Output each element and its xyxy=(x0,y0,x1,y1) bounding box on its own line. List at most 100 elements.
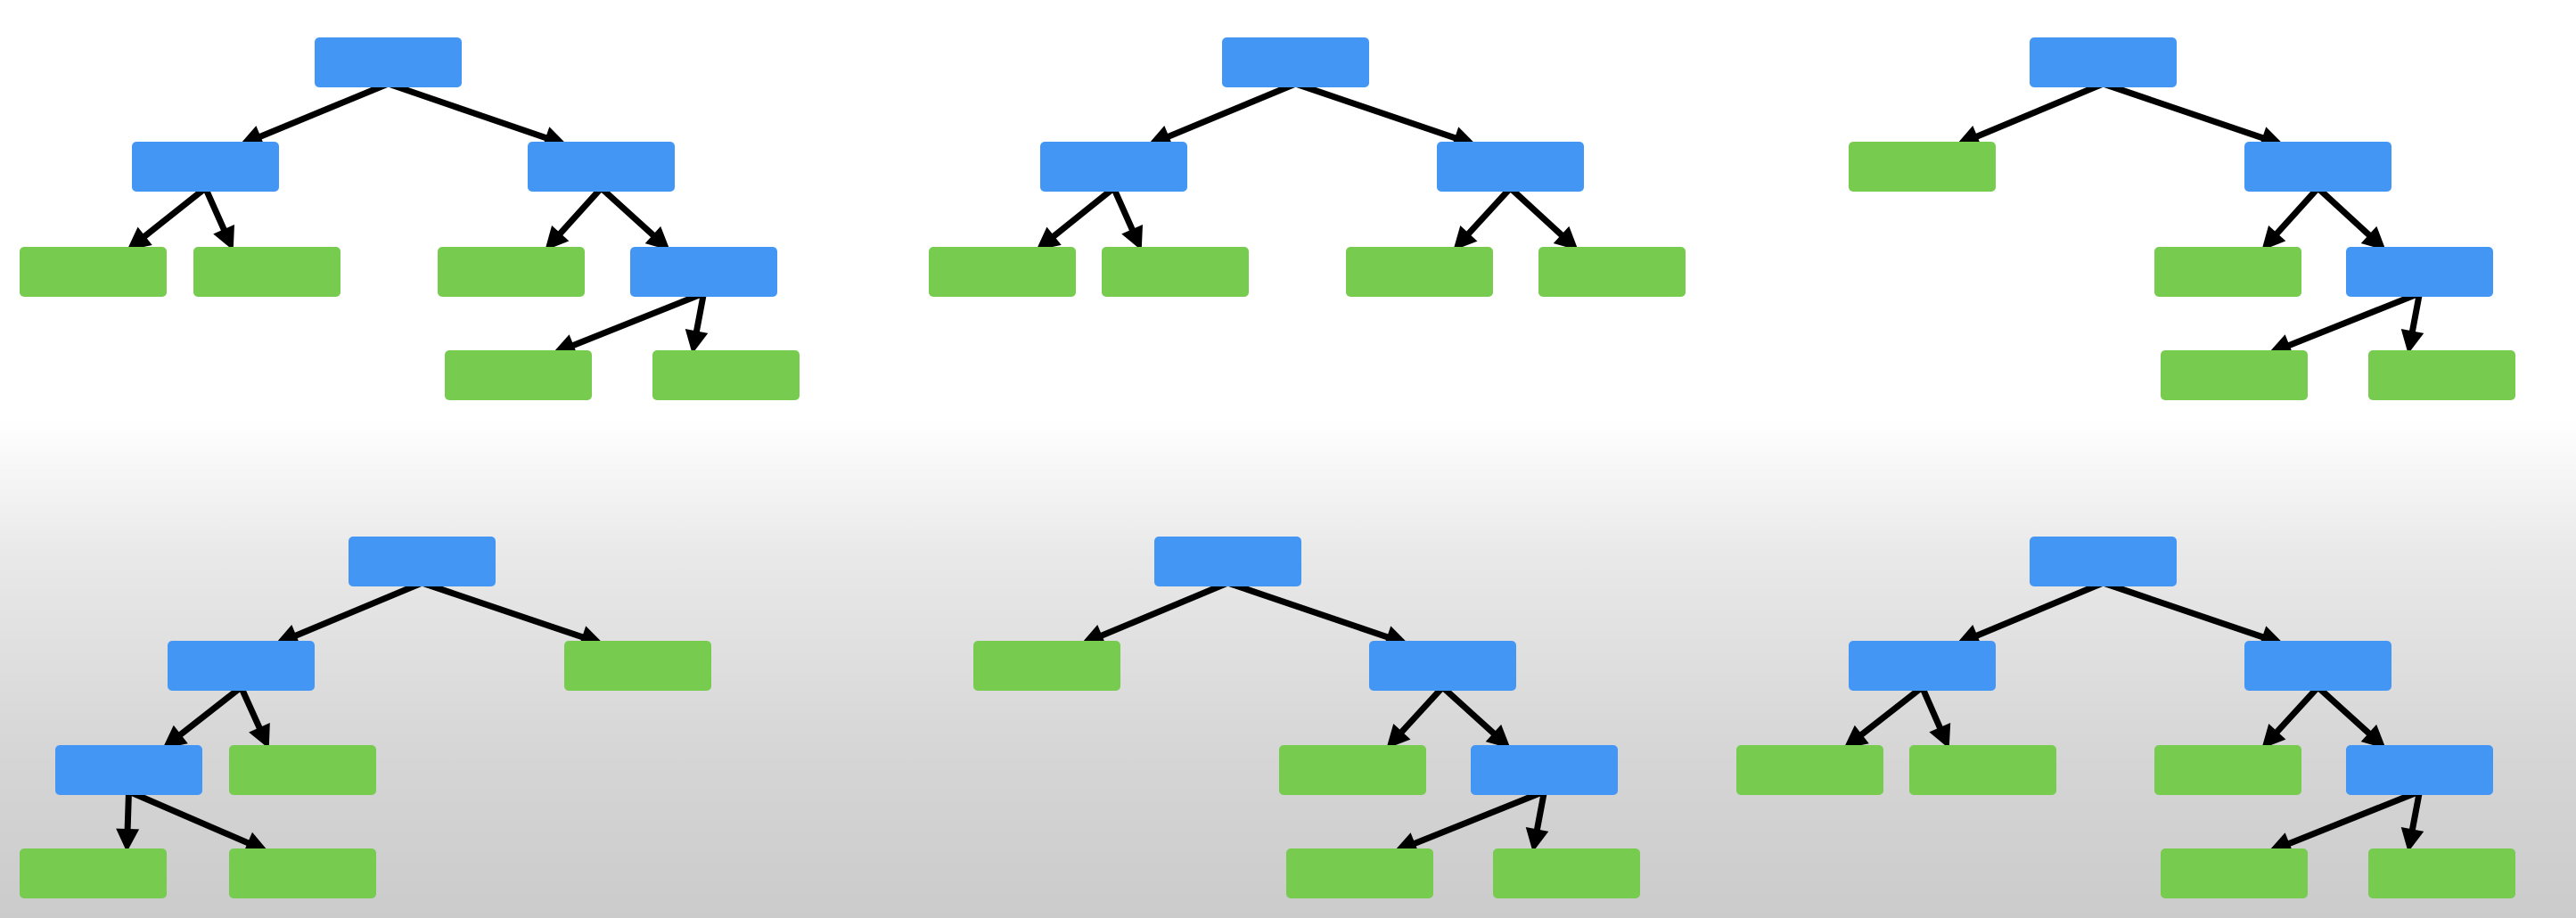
edge-line xyxy=(555,184,604,238)
edge-arrow xyxy=(1225,579,1409,648)
decision-node xyxy=(1849,641,1996,691)
tree-6 xyxy=(1736,537,2515,898)
decision-node xyxy=(2346,745,2493,795)
edge-arrow xyxy=(2400,788,2424,852)
leaf-node xyxy=(1849,142,1996,192)
leaf-node xyxy=(973,641,1120,691)
arrowhead-icon xyxy=(242,832,269,854)
arrowhead-icon xyxy=(1525,827,1549,852)
edge-line xyxy=(176,684,244,739)
leaf-node xyxy=(2161,848,2308,898)
edge-arrow xyxy=(598,184,670,250)
decision-node xyxy=(2030,537,2177,586)
edge-line xyxy=(1398,684,1446,736)
arrowhead-icon xyxy=(2261,724,2286,749)
arrowhead-icon xyxy=(685,329,709,354)
leaf-node xyxy=(1736,745,1883,795)
arrowhead-icon xyxy=(2360,225,2386,250)
arrowhead-icon xyxy=(1485,724,1511,749)
edge-line xyxy=(238,684,264,733)
edge-arrow xyxy=(545,184,604,250)
edge-line xyxy=(255,80,391,141)
leaf-node xyxy=(564,641,711,691)
leaf-node xyxy=(2368,350,2515,400)
edge-line xyxy=(1464,184,1514,238)
leaf-node xyxy=(229,848,376,898)
edge-arrow xyxy=(419,579,604,648)
decision-node xyxy=(2030,37,2177,87)
edge-arrow xyxy=(126,788,269,854)
edge-line xyxy=(140,184,209,241)
arrowhead-icon xyxy=(1386,724,1411,749)
decision-node xyxy=(1437,142,1584,192)
edge-line xyxy=(2408,788,2423,834)
edge-arrow xyxy=(1080,579,1231,646)
edge-line xyxy=(2100,579,2268,641)
edge-line xyxy=(1972,579,2106,640)
edge-line xyxy=(1919,684,1944,733)
arrowhead-icon xyxy=(275,624,301,646)
edge-line xyxy=(1972,80,2106,141)
edge-arrow xyxy=(2268,290,2423,357)
edge-line xyxy=(2285,788,2423,848)
arrowhead-icon xyxy=(2360,724,2386,749)
edge-arrow xyxy=(239,80,391,148)
tree-2 xyxy=(929,37,1686,297)
tree-5-edges xyxy=(1080,579,1549,855)
arrowhead-icon xyxy=(1929,722,1951,749)
leaf-node xyxy=(1102,247,1249,297)
leaf-node xyxy=(193,247,340,297)
edge-line xyxy=(1225,579,1392,641)
arrowhead-icon xyxy=(127,226,152,250)
leaf-node xyxy=(2154,745,2301,795)
edge-arrow xyxy=(1453,184,1514,250)
edge-line xyxy=(2272,184,2321,238)
edge-line xyxy=(2408,290,2423,336)
edge-line xyxy=(202,184,228,234)
edge-line xyxy=(1111,184,1136,234)
decision-node xyxy=(1040,142,1187,192)
arrowhead-icon xyxy=(1843,725,1869,749)
edge-arrow xyxy=(127,184,209,250)
edge-line xyxy=(2273,684,2321,736)
leaf-node xyxy=(20,848,167,898)
arrowhead-icon xyxy=(1036,226,1062,250)
arrowhead-icon xyxy=(162,725,188,749)
edge-line xyxy=(598,184,658,240)
edge-line xyxy=(1163,80,1299,141)
tree-6-edges xyxy=(1843,579,2424,855)
edge-arrow xyxy=(1525,788,1549,852)
decision-node xyxy=(315,37,462,87)
edge-arrow xyxy=(1386,684,1446,749)
edge-line xyxy=(419,579,587,641)
edges-layer xyxy=(116,80,2424,855)
decision-node xyxy=(132,142,279,192)
edge-line xyxy=(2315,184,2374,240)
edge-line xyxy=(569,290,707,349)
decision-node xyxy=(528,142,675,192)
edge-arrow xyxy=(2268,788,2423,855)
leaf-node xyxy=(1493,848,1640,898)
edge-line xyxy=(2285,290,2423,349)
arrowhead-icon xyxy=(2261,225,2286,250)
edge-arrow xyxy=(2100,80,2285,149)
edge-arrow xyxy=(1147,80,1299,148)
edge-line xyxy=(1096,579,1231,640)
edge-arrow xyxy=(1956,80,2106,147)
arrowhead-icon xyxy=(644,225,670,250)
decision-node xyxy=(1222,37,1369,87)
edge-line xyxy=(1533,788,1547,834)
edge-arrow xyxy=(685,290,709,354)
edge-arrow xyxy=(1919,684,1951,749)
edge-arrow xyxy=(2100,579,2285,648)
leaf-node xyxy=(929,247,1076,297)
nodes-layer xyxy=(20,37,2515,898)
arrowhead-icon xyxy=(1453,225,1478,250)
tree-1 xyxy=(20,37,800,400)
edge-line xyxy=(693,290,707,336)
tree-3 xyxy=(1849,37,2515,400)
leaf-node xyxy=(1279,745,1426,795)
tree-4-edges xyxy=(116,579,604,854)
leaf-node xyxy=(1909,745,2056,795)
arrowhead-icon xyxy=(249,722,270,749)
